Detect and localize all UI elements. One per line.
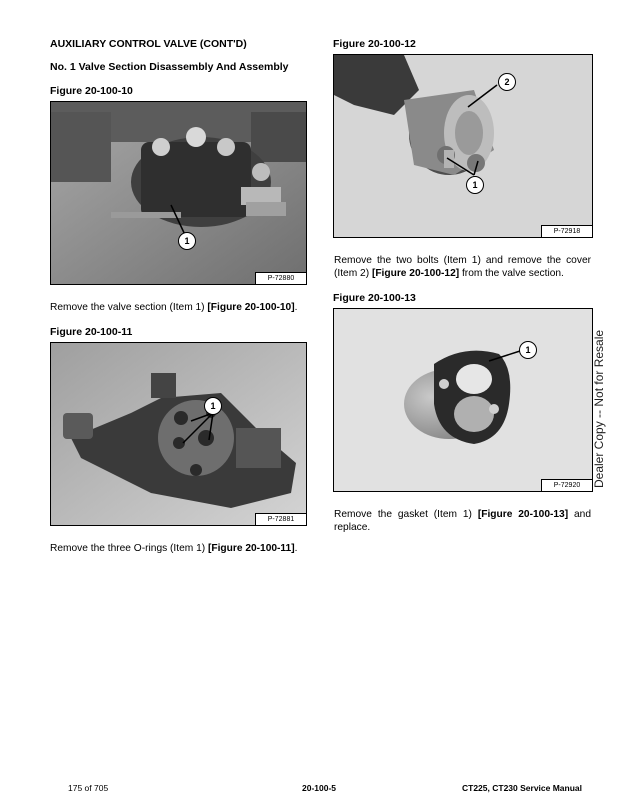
- figure-reference: [Figure 20-100-11]: [207, 543, 295, 554]
- figure-10-label: Figure 20-100-10: [50, 85, 133, 97]
- footer-page-number: 20-100-5: [302, 783, 337, 793]
- callout-item-1: 1: [519, 341, 537, 359]
- section-title: AUXILIARY CONTROL VALVE (CONT'D): [50, 38, 247, 50]
- figure-11-label: Figure 20-100-11: [50, 326, 133, 338]
- photo-code: P-72880: [255, 272, 306, 284]
- step-line-2: replace.: [334, 521, 371, 533]
- step-text: Remove the gasket (Item 1): [334, 509, 478, 520]
- figure-reference: [Figure 20-100-10]: [207, 302, 295, 313]
- valve-section-image: [51, 343, 306, 525]
- footer-page-count: 175 of 705: [68, 783, 109, 793]
- photo-code: P-72918: [541, 225, 592, 237]
- step-line-1: Remove the two bolts (Item 1) and remove…: [334, 255, 591, 266]
- step-text: (Item 2): [334, 267, 372, 279]
- callout-item-1: 1: [204, 397, 222, 415]
- figure-10-photo: 1 P-72880: [50, 101, 307, 285]
- valve-assembly-image: [51, 102, 306, 284]
- figure-11-photo: 1 P-72881: [50, 342, 307, 526]
- step-end: .: [294, 302, 298, 313]
- figure-13-label: Figure 20-100-13: [333, 292, 416, 304]
- step-remove-valve-section: Remove the valve section (Item 1) [Figur…: [50, 302, 305, 315]
- step-end: .: [294, 543, 298, 554]
- callout-item-2: 2: [498, 73, 516, 91]
- figure-13-photo: 1 P-72920: [333, 308, 593, 492]
- dealer-copy-text: Dealer Copy -- Not for Resale: [592, 329, 606, 488]
- callout-item-1: 1: [466, 176, 484, 194]
- step-text: from the valve section.: [459, 267, 564, 279]
- gasket-image: [334, 309, 592, 491]
- figure-reference: [Figure 20-100-13]: [477, 509, 569, 520]
- footer-manual-title: CT225, CT230 Service Manual: [462, 783, 583, 793]
- photo-code: P-72881: [255, 513, 306, 525]
- step-text: Remove the three O-rings (Item 1): [50, 543, 208, 554]
- callout-item-1: 1: [178, 232, 196, 250]
- photo-code: P-72920: [541, 479, 592, 491]
- figure-12-label: Figure 20-100-12: [333, 38, 416, 50]
- figure-reference: [Figure 20-100-12]: [371, 267, 460, 279]
- step-text: Remove the valve section (Item 1): [50, 302, 208, 313]
- step-replace-gasket: Remove the gasket (Item 1) [Figure 20-10…: [334, 509, 591, 534]
- step-remove-o-rings: Remove the three O-rings (Item 1) [Figur…: [50, 543, 305, 556]
- step-text: and: [568, 509, 591, 520]
- subsection-title: No. 1 Valve Section Disassembly And Asse…: [50, 61, 289, 73]
- step-remove-cover: Remove the two bolts (Item 1) and remove…: [334, 255, 591, 280]
- valve-cover-image: [334, 55, 592, 237]
- figure-12-photo: 2 1 P-72918: [333, 54, 593, 238]
